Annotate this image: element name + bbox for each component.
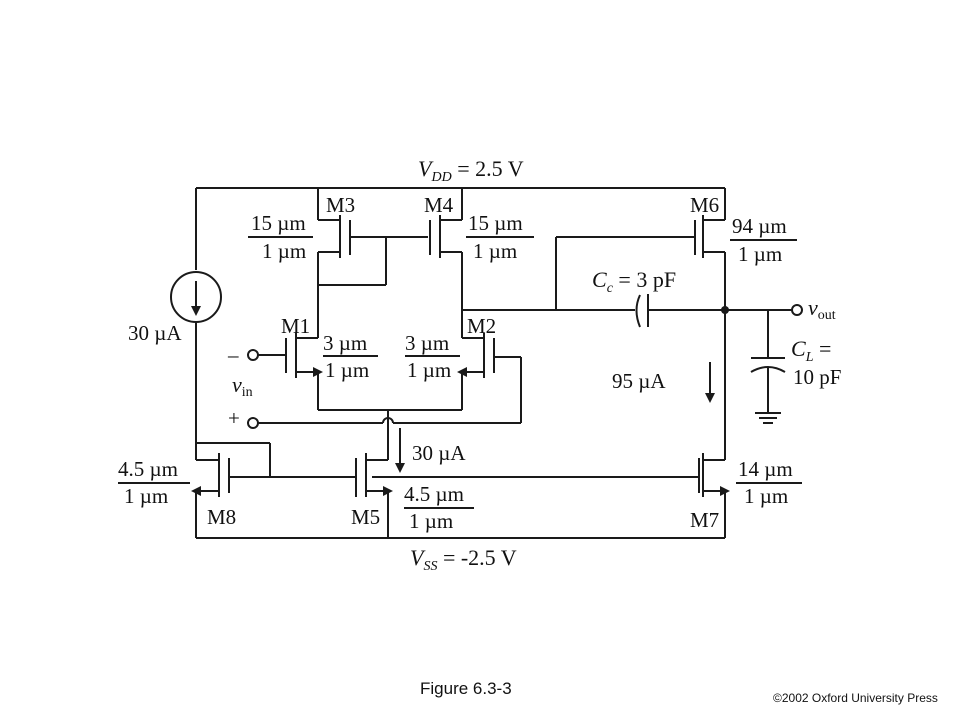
tail-current-label: 30 µA	[412, 441, 466, 465]
vout-label: vout	[808, 295, 836, 323]
m4-name: M4	[424, 193, 454, 217]
diff-pair-tail	[317, 380, 463, 411]
transistor-m1	[247, 285, 323, 380]
m8-length: 1 µm	[124, 484, 168, 508]
vss-label: VSS = -2.5 V	[410, 545, 517, 574]
transistor-m7	[698, 453, 730, 538]
m1-width: 3 µm	[323, 331, 367, 355]
vin-minus-sign: –	[227, 343, 239, 367]
transistor-m4	[429, 188, 630, 311]
m1-name: M1	[281, 314, 310, 338]
m2-length: 1 µm	[407, 358, 451, 382]
transistor-m6	[694, 188, 726, 310]
reference-current-label: 30 µA	[128, 321, 182, 345]
output-current-label: 95 µA	[612, 369, 666, 393]
cl-value: 10 pF	[793, 365, 841, 389]
m6-length: 1 µm	[738, 242, 782, 266]
m7-length: 1 µm	[744, 484, 788, 508]
transistor-m2	[247, 310, 522, 429]
vin-plus-sign: +	[228, 406, 240, 430]
m7-width: 14 µm	[738, 457, 793, 481]
reference-branch	[170, 188, 271, 477]
cc-label: Cc = 3 pF	[592, 267, 676, 296]
m4-length: 1 µm	[473, 239, 517, 263]
m5-length: 1 µm	[409, 509, 453, 533]
m2-name: M2	[467, 314, 496, 338]
m2-width: 3 µm	[405, 331, 449, 355]
m5-name: M5	[351, 505, 380, 529]
figure-caption: Figure 6.3-3	[420, 679, 512, 698]
vdd-label: VDD = 2.5 V	[418, 156, 524, 185]
copyright-notice: ©2002 Oxford University Press	[773, 691, 938, 705]
m4-width: 15 µm	[468, 211, 523, 235]
compensation-capacitor	[630, 294, 725, 328]
m6-width: 94 µm	[732, 214, 787, 238]
m1-length: 1 µm	[325, 358, 369, 382]
output-node	[705, 304, 803, 460]
transistor-m3	[317, 188, 428, 286]
m3-name: M3	[326, 193, 355, 217]
first-stage-output	[555, 236, 695, 310]
m7-name: M7	[690, 508, 719, 532]
vout-terminal	[791, 304, 803, 316]
ratio-bars	[118, 236, 802, 509]
m3-width: 15 µm	[251, 211, 306, 235]
m8-width: 4.5 µm	[118, 457, 178, 481]
vin-plus-terminal	[247, 417, 259, 429]
m8-name: M8	[207, 505, 236, 529]
m6-name: M6	[690, 193, 719, 217]
cl-label: CL =	[791, 336, 831, 365]
vin-minus-terminal	[247, 349, 259, 361]
m3-length: 1 µm	[262, 239, 306, 263]
load-capacitor	[750, 310, 786, 424]
transistor-m8	[191, 443, 270, 538]
vin-label: vin	[232, 372, 253, 400]
m5-width: 4.5 µm	[404, 482, 464, 506]
